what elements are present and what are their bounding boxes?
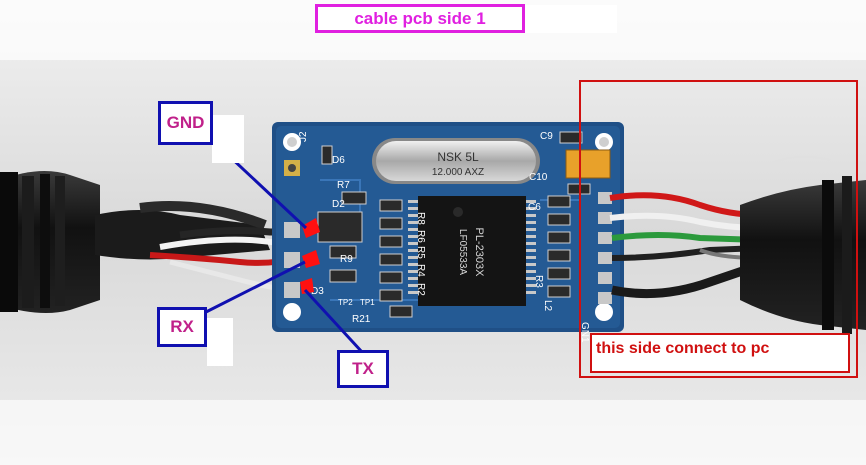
silk-l2: L2 xyxy=(542,300,553,312)
silk-r8: R8 xyxy=(415,212,426,225)
silk-d6: D6 xyxy=(332,155,345,166)
white-patch xyxy=(525,5,617,33)
pc-side-outline xyxy=(579,80,858,378)
tx-pointer-line xyxy=(303,288,364,354)
silk-r2: R2 xyxy=(415,283,426,296)
pl2303-chip: PL-2303X LF05533A xyxy=(408,196,536,306)
rx-pin-marker xyxy=(302,250,320,268)
tantalum-capacitor xyxy=(565,149,611,179)
chip-code-text: LF05533A xyxy=(457,229,468,275)
white-patch xyxy=(212,115,244,163)
silk-c6: C6 xyxy=(528,202,541,213)
white-patch xyxy=(207,318,233,366)
rx-label: RX xyxy=(157,307,207,347)
tx-pin-marker xyxy=(300,278,314,294)
silk-c10: C10 xyxy=(529,172,548,183)
silk-r5: R5 xyxy=(415,246,426,259)
silk-d2: D2 xyxy=(332,199,345,210)
silk-tp2: TP2 xyxy=(338,298,353,307)
crystal-brand-text: NSK 5L xyxy=(437,150,479,164)
gnd-pin-marker xyxy=(302,218,320,238)
silk-d3: D3 xyxy=(311,286,324,297)
silk-tp1: TP1 xyxy=(360,298,375,307)
pc-side-label: this side connect to pc xyxy=(590,333,850,373)
silk-r4: R4 xyxy=(415,264,426,277)
tx-label: TX xyxy=(337,350,389,388)
silk-r6: R6 xyxy=(415,230,426,243)
silk-r9: R9 xyxy=(340,254,353,265)
silk-r21: R21 xyxy=(352,314,371,325)
rx-pointer-line xyxy=(205,260,306,314)
silk-c9: C9 xyxy=(540,131,553,142)
silk-j2: J2 xyxy=(298,131,309,142)
right-cable xyxy=(740,155,866,334)
gnd-label: GND xyxy=(158,101,213,145)
chip-model-text: PL-2303X xyxy=(473,228,485,278)
silk-r7: R7 xyxy=(337,180,350,191)
title-label: cable pcb side 1 xyxy=(315,4,525,33)
crystal-oscillator: NSK 5L 12.000 AXZ xyxy=(372,138,540,184)
crystal-freq-text: 12.000 AXZ xyxy=(432,167,484,178)
silkscreen: J2 D6 R7 D2 R9 D3 TP2 TP1 R21 R8 R6 R5 R… xyxy=(298,131,590,343)
pin-markers xyxy=(300,218,320,294)
silk-gn1: GN1 xyxy=(579,322,590,343)
silk-r3: R3 xyxy=(533,275,544,288)
